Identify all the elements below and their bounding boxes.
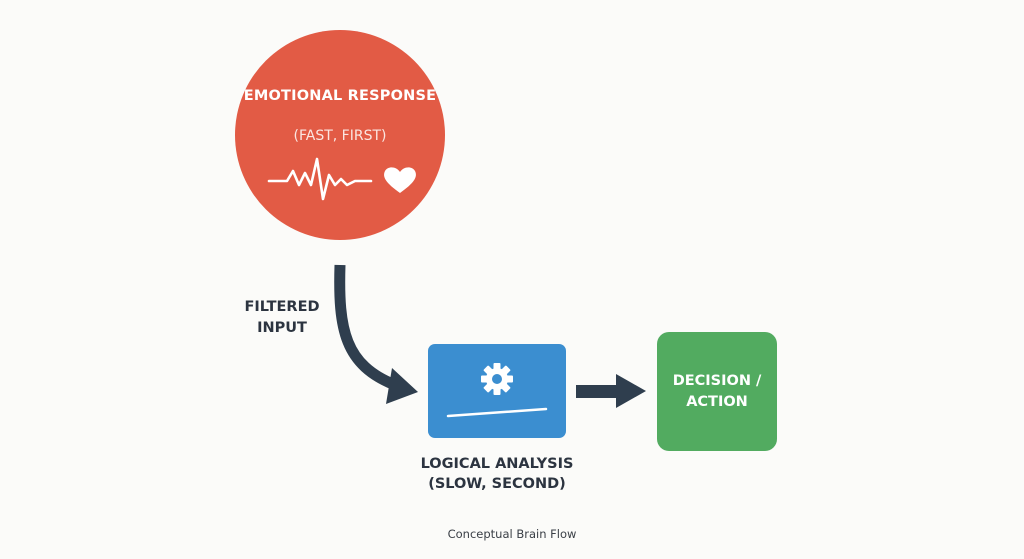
logical-analysis-label: LOGICAL ANALYSIS (SLOW, SECOND) bbox=[390, 454, 604, 494]
logical-analysis-subtitle: (SLOW, SECOND) bbox=[428, 476, 566, 492]
logical-analysis-node bbox=[428, 344, 566, 438]
heart-icon bbox=[384, 167, 416, 193]
filtered-input-label: FILTERED INPUT bbox=[244, 299, 320, 336]
decision-action-label: DECISION / ACTION bbox=[672, 372, 762, 410]
decision-action-node: DECISION / ACTION bbox=[657, 332, 777, 451]
logic-to-decision-arrow bbox=[576, 385, 618, 398]
emotional-response-subtitle: (FAST, FIRST) bbox=[293, 128, 387, 144]
emotional-response-node: EMOTIONAL RESPONSE (FAST, FIRST) bbox=[235, 30, 445, 240]
emotional-response-title: EMOTIONAL RESPONSE bbox=[243, 88, 437, 104]
filtered-input-arrowhead bbox=[386, 368, 418, 404]
logical-analysis-title: LOGICAL ANALYSIS bbox=[420, 456, 574, 472]
diagram-caption: Conceptual Brain Flow bbox=[447, 527, 577, 541]
heartbeat-icon bbox=[267, 157, 416, 201]
filtered-input-arrow bbox=[334, 264, 398, 391]
progress-line bbox=[446, 407, 548, 418]
gear-icon bbox=[481, 363, 513, 395]
logic-to-decision-arrowhead bbox=[616, 374, 646, 408]
